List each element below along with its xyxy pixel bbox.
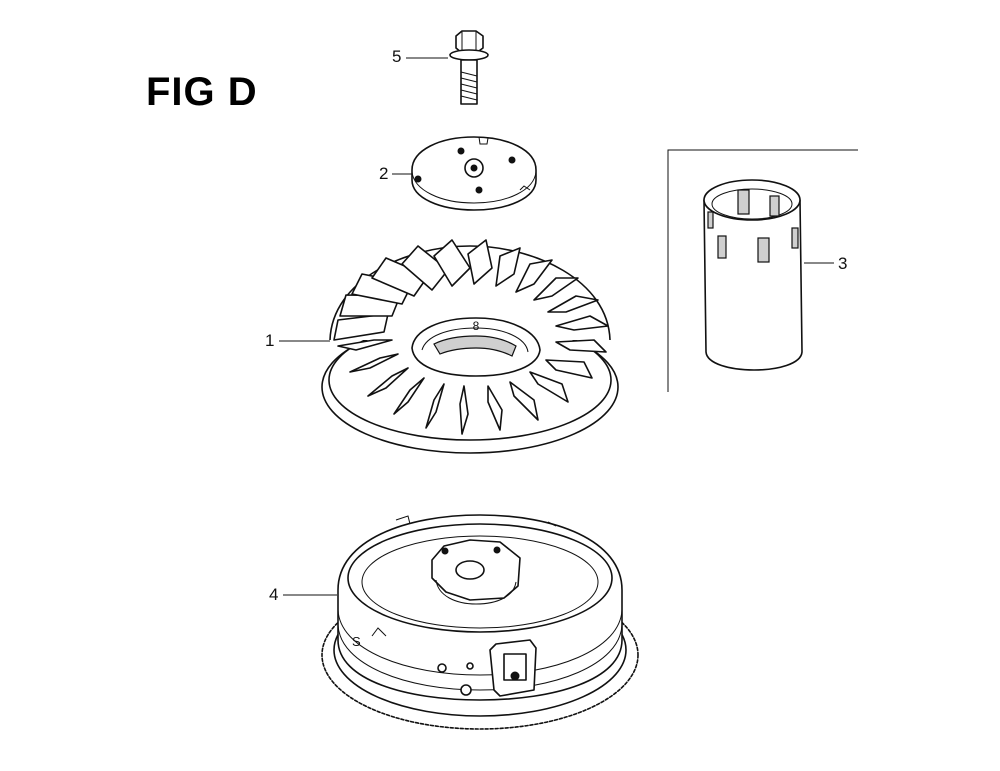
callout-4: 4 xyxy=(269,585,279,604)
plate-part-2 xyxy=(411,136,537,211)
leader-lines xyxy=(279,57,834,596)
callout-2: 2 xyxy=(379,164,389,183)
callout-5: 5 xyxy=(392,47,402,66)
figure-title: FIG D xyxy=(146,70,258,114)
fan-marking: 8 xyxy=(473,319,480,333)
flywheel-marking: S xyxy=(352,634,361,649)
cooling-fan-part-1: 8 xyxy=(321,239,619,454)
callout-1: 1 xyxy=(265,331,275,350)
sleeve-part-3 xyxy=(703,179,803,371)
flywheel-part-4: S xyxy=(321,514,639,730)
optional-part-bracket xyxy=(667,149,858,392)
flange-bolt-part-5 xyxy=(449,30,489,105)
callout-3: 3 xyxy=(838,254,848,273)
